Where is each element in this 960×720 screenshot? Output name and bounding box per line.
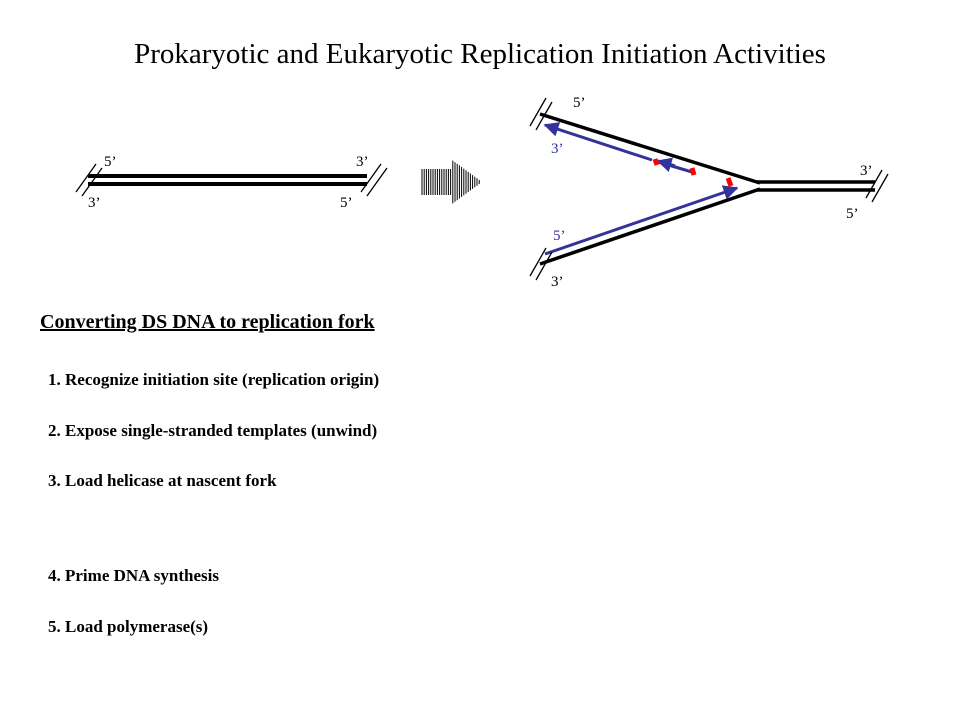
fork-lower-template-strand xyxy=(539,187,761,266)
ds-label-bottom-left: 3’ xyxy=(88,195,101,211)
step-item: 1. Recognize initiation site (replicatio… xyxy=(48,370,380,389)
replication-diagram: 5’ 3’ 3’ 5’ xyxy=(75,95,889,290)
break-mark-right-1 xyxy=(360,163,382,193)
ds-label-top-right: 3’ xyxy=(356,154,369,170)
fork-upper-template-strand xyxy=(539,112,761,185)
step-item: 2. Expose single-stranded templates (unw… xyxy=(48,421,378,440)
fork-break-mark-upper-1 xyxy=(529,97,547,127)
fork-label-lower-new-strand: 5’ xyxy=(553,228,566,244)
slide-title: Prokaryotic and Eukaryotic Replication I… xyxy=(134,38,826,70)
break-mark-left-2 xyxy=(81,167,103,197)
leading-strand xyxy=(544,185,739,256)
fork-label-upper-template: 5’ xyxy=(573,95,586,111)
transition-arrow-icon xyxy=(421,160,480,204)
replication-fork: 5’ 3’ 3’ 5’ 5’ 3’ xyxy=(529,95,889,290)
fork-label-right-bottom: 5’ xyxy=(846,206,859,222)
fork-label-lower-template: 3’ xyxy=(551,274,564,290)
fork-break-mark-upper-2 xyxy=(535,101,553,131)
lagging-strand-fragment-2-head xyxy=(656,157,676,173)
fork-break-mark-lower-2 xyxy=(535,251,553,281)
primer-mark-2 xyxy=(689,167,697,176)
fork-break-mark-right-2 xyxy=(871,173,889,203)
step-item: 4. Prime DNA synthesis xyxy=(48,566,219,585)
ds-label-bottom-right: 5’ xyxy=(340,195,353,211)
ds-label-top-left: 5’ xyxy=(104,154,117,170)
fork-label-right-top: 3’ xyxy=(860,163,873,179)
fork-break-mark-lower-1 xyxy=(529,247,547,277)
step-item: 3. Load helicase at nascent fork xyxy=(48,471,277,490)
fork-label-upper-new-strand: 3’ xyxy=(551,141,564,157)
break-mark-left-1 xyxy=(75,163,97,193)
ds-dna-duplex: 5’ 3’ 3’ 5’ xyxy=(75,154,388,211)
primer-mark-3 xyxy=(725,177,734,187)
step-item: 5. Load polymerase(s) xyxy=(48,617,209,636)
lagging-strand-fragment-1 xyxy=(543,122,653,162)
fork-break-mark-right-1 xyxy=(865,169,883,199)
primer-mark-1 xyxy=(652,158,660,166)
section-heading: Converting DS DNA to replication fork xyxy=(40,311,375,333)
break-mark-right-2 xyxy=(366,167,388,197)
